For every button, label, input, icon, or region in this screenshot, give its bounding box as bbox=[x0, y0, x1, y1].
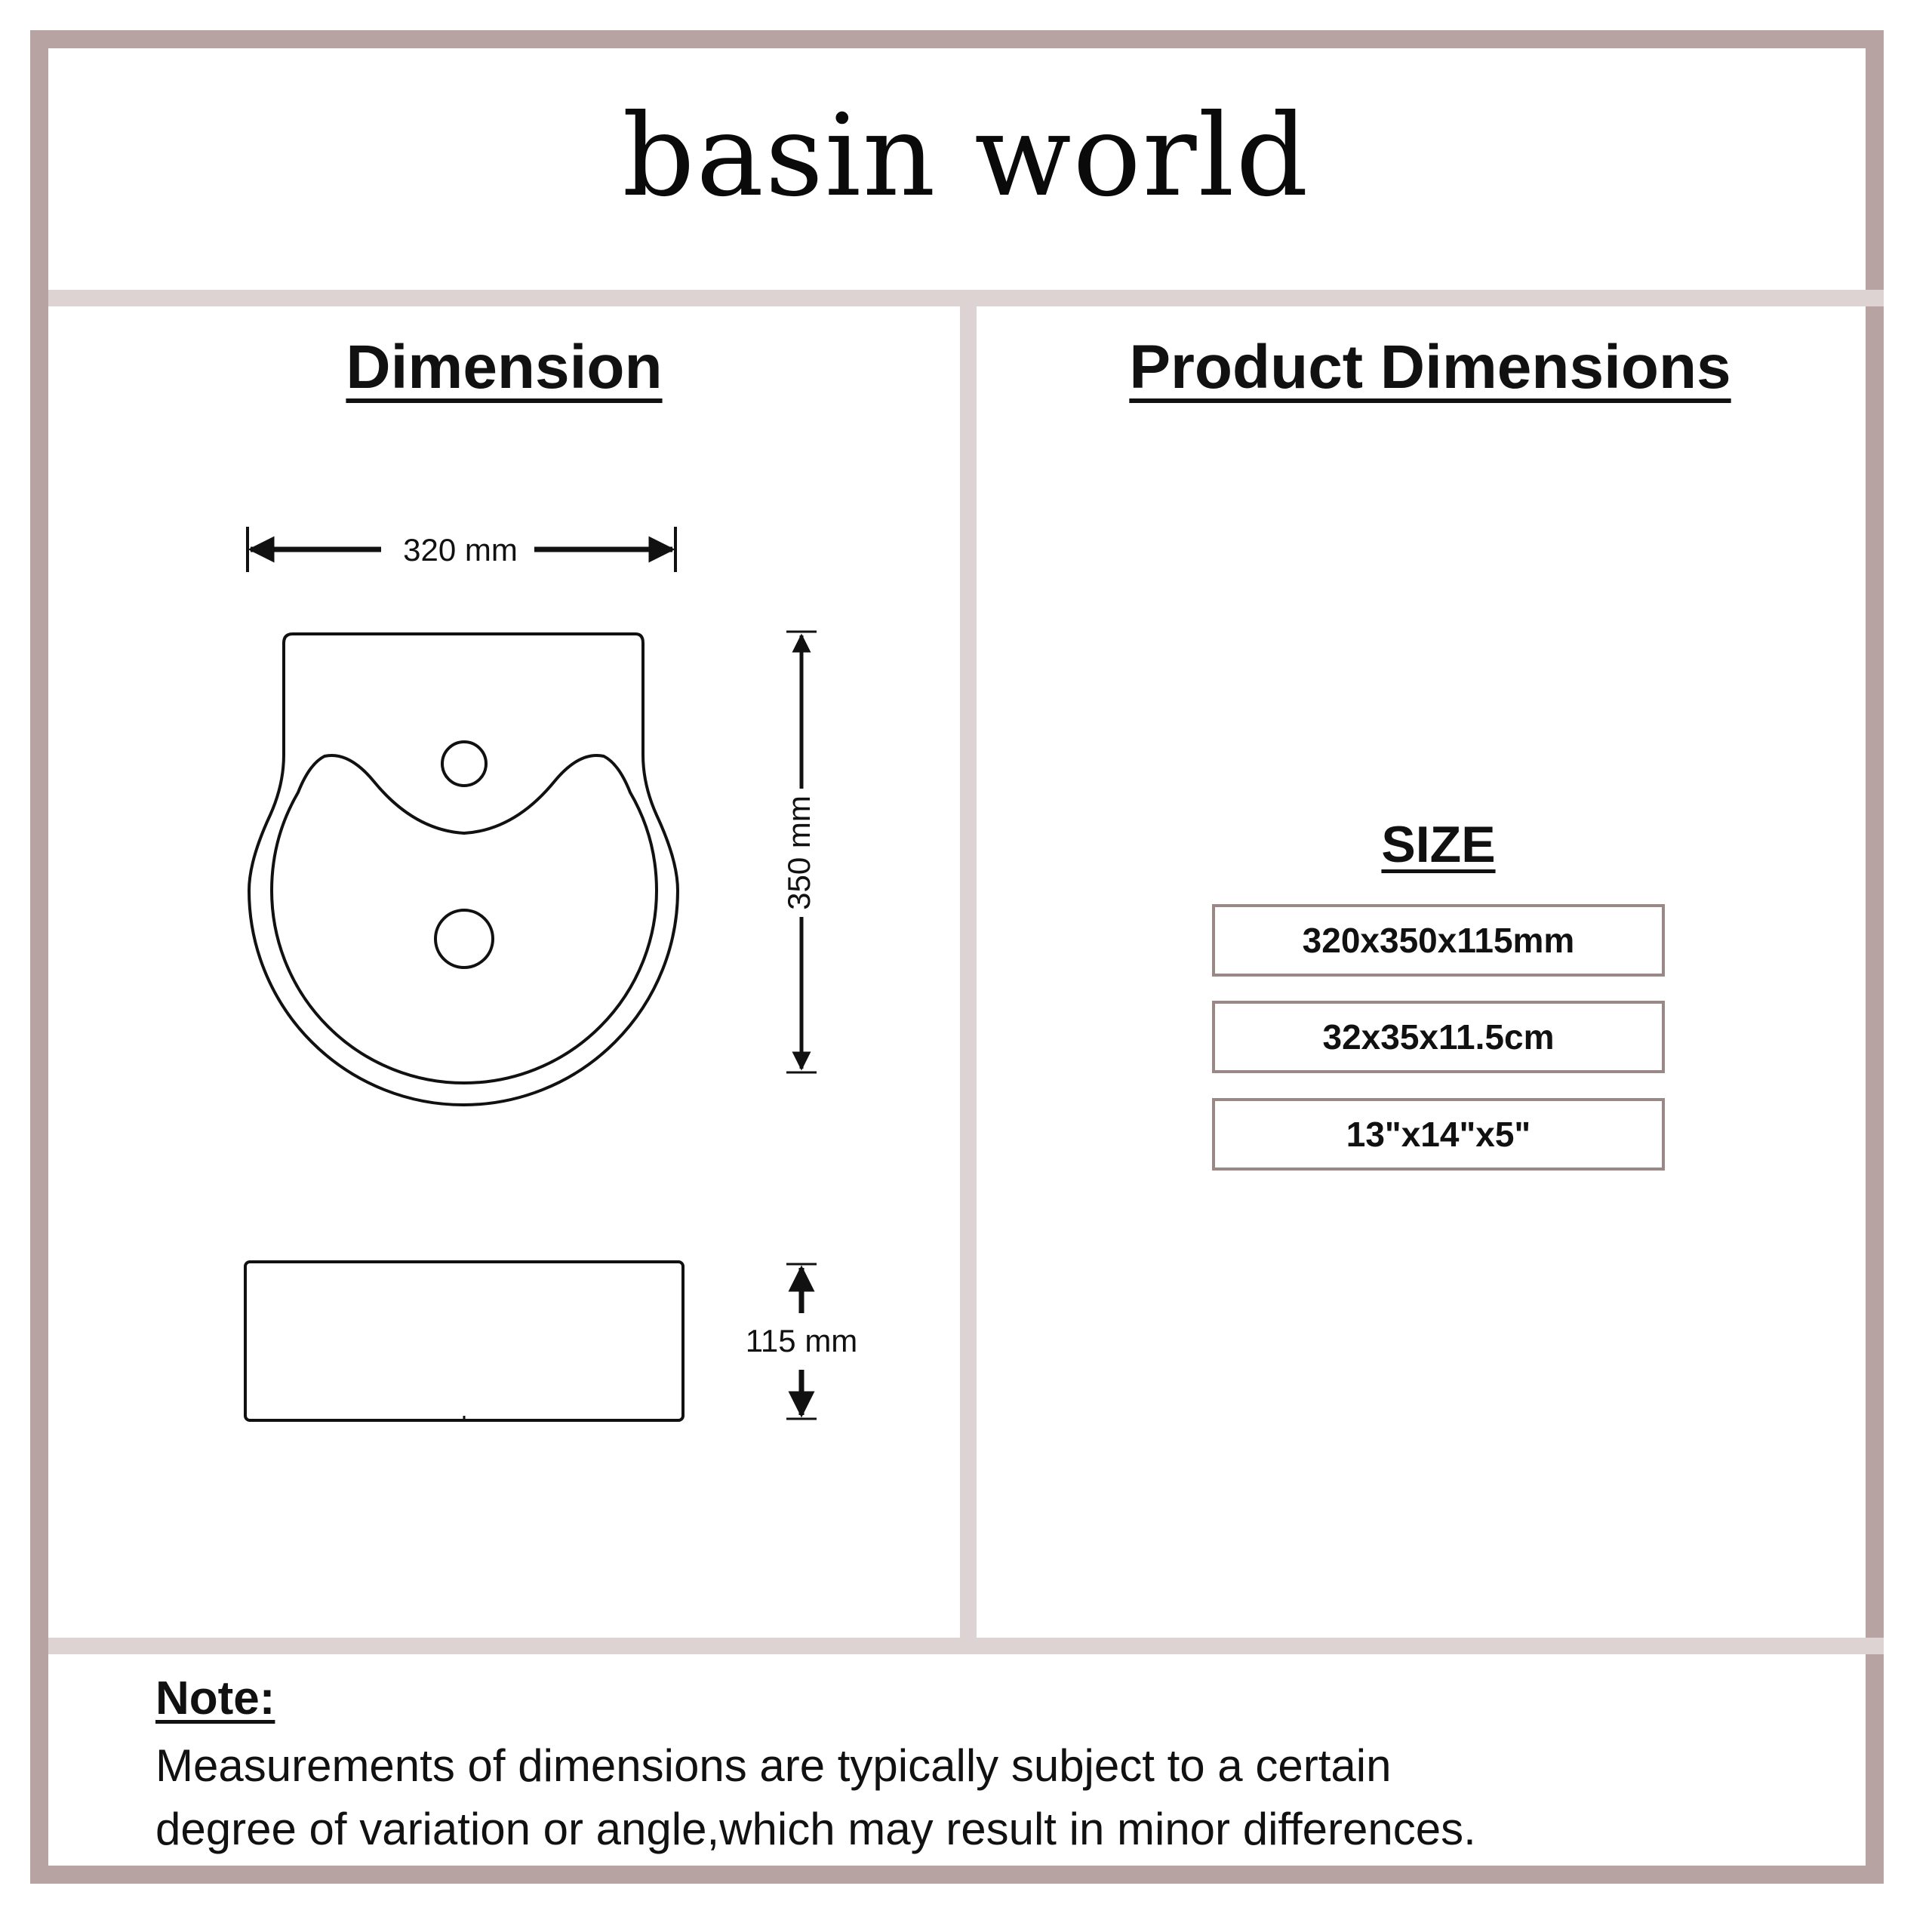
drain-hole bbox=[434, 909, 494, 969]
width-dimension: 320 mm bbox=[246, 527, 677, 572]
note-text: Measurements of dimensions are typically… bbox=[155, 1734, 1816, 1861]
depth-label: 350 mm bbox=[781, 795, 817, 910]
width-label: 320 mm bbox=[403, 532, 518, 568]
header-divider bbox=[48, 290, 1884, 306]
brand-logo: basin world bbox=[622, 91, 1310, 222]
product-dimensions-heading: Product Dimensions bbox=[1129, 333, 1731, 401]
basin-side-view bbox=[244, 1260, 685, 1422]
outer-frame bbox=[30, 30, 1884, 1884]
size-cm: 32x35x11.5cm bbox=[1212, 1001, 1665, 1073]
size-title: SIZE bbox=[1381, 816, 1496, 873]
size-inch: 13"x14"x5" bbox=[1212, 1098, 1665, 1171]
height-dimension: 115 mm bbox=[746, 1263, 858, 1420]
note-line-2: degree of variation or angle,which may r… bbox=[155, 1804, 1476, 1854]
depth-dimension: 350 mm bbox=[781, 630, 817, 1074]
dimension-heading: Dimension bbox=[346, 333, 663, 401]
tap-hole bbox=[441, 740, 488, 787]
note-title: Note: bbox=[155, 1672, 275, 1724]
center-divider bbox=[960, 306, 977, 1638]
note-line-1: Measurements of dimensions are typically… bbox=[155, 1740, 1392, 1791]
size-mm: 320x350x115mm bbox=[1212, 904, 1665, 977]
height-label: 115 mm bbox=[746, 1323, 858, 1358]
basin-top-view bbox=[247, 632, 680, 1106]
footer-divider bbox=[48, 1638, 1884, 1654]
